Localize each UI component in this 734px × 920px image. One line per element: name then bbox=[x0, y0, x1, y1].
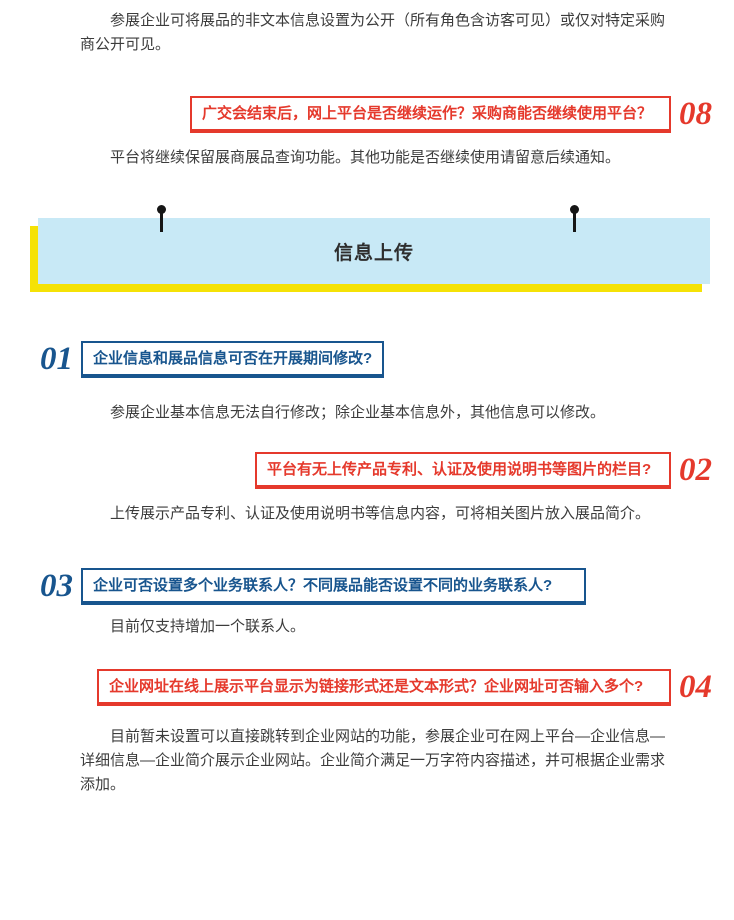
faq-item-04: 企业网址在线上展示平台显示为链接形式还是文本形式？企业网址可否输入多个? 04 … bbox=[0, 669, 734, 797]
section-banner: 信息上传 bbox=[30, 205, 710, 292]
question-number: 02 bbox=[679, 452, 712, 488]
question-row: 03 企业可否设置多个业务联系人？不同展品能否设置不同的业务联系人? bbox=[0, 568, 734, 605]
question-number: 08 bbox=[679, 96, 712, 132]
answer-paragraph: 目前仅支持增加一个联系人。 bbox=[110, 618, 306, 635]
question-text: 平台有无上传产品专利、认证及使用说明书等图片的栏目? bbox=[267, 461, 652, 478]
question-box: 广交会结束后，网上平台是否继续运作？采购商能否继续使用平台？ bbox=[190, 96, 671, 133]
question-number: 03 bbox=[40, 568, 73, 604]
banner-plate: 信息上传 bbox=[38, 218, 710, 284]
faq-item-08: 广交会结束后，网上平台是否继续运作？采购商能否继续使用平台？ 08 平台将继续保… bbox=[0, 96, 734, 170]
question-box: 企业可否设置多个业务联系人？不同展品能否设置不同的业务联系人? bbox=[81, 568, 586, 605]
answer-paragraph: 参展企业基本信息无法自行修改；除企业基本信息外，其他信息可以修改。 bbox=[110, 404, 606, 421]
question-number: 01 bbox=[40, 341, 73, 377]
question-number: 04 bbox=[679, 669, 712, 705]
faq-item-01: 01 企业信息和展品信息可否在开展期间修改? 参展企业基本信息无法自行修改；除企… bbox=[0, 341, 734, 425]
question-text: 企业信息和展品信息可否在开展期间修改? bbox=[93, 350, 373, 367]
question-row: 企业网址在线上展示平台显示为链接形式还是文本形式？企业网址可否输入多个? 04 bbox=[0, 669, 734, 706]
question-text: 企业网址在线上展示平台显示为链接形式还是文本形式？企业网址可否输入多个? bbox=[109, 678, 644, 695]
pin-icon-left bbox=[157, 205, 166, 232]
banner-title: 信息上传 bbox=[333, 242, 414, 264]
question-box: 平台有无上传产品专利、认证及使用说明书等图片的栏目? bbox=[255, 452, 671, 489]
question-row: 广交会结束后，网上平台是否继续运作？采购商能否继续使用平台？ 08 bbox=[0, 96, 734, 133]
faq-item-03: 03 企业可否设置多个业务联系人？不同展品能否设置不同的业务联系人? 目前仅支持… bbox=[0, 568, 734, 639]
question-box: 企业网址在线上展示平台显示为链接形式还是文本形式？企业网址可否输入多个? bbox=[97, 669, 671, 706]
question-box: 企业信息和展品信息可否在开展期间修改? bbox=[81, 341, 385, 378]
answer-paragraph: 目前暂未设置可以直接跳转到企业网站的功能，参展企业可在网上平台—企业信息—详细信… bbox=[80, 728, 666, 793]
answer-paragraph: 平台将继续保留展商展品查询功能。其他功能是否继续使用请留意后续通知。 bbox=[110, 149, 621, 166]
faq-item-02: 平台有无上传产品专利、认证及使用说明书等图片的栏目? 02 上传展示产品专利、认… bbox=[0, 452, 734, 526]
question-text: 企业可否设置多个业务联系人？不同展品能否设置不同的业务联系人? bbox=[93, 577, 553, 594]
question-row: 平台有无上传产品专利、认证及使用说明书等图片的栏目? 02 bbox=[0, 452, 734, 489]
pin-icon-right bbox=[570, 205, 579, 232]
answer-paragraph: 上传展示产品专利、认证及使用说明书等信息内容，可将相关图片放入展品简介。 bbox=[110, 505, 651, 522]
intro-paragraph: 参展企业可将展品的非文本信息设置为公开（所有角色含访客可见）或仅对特定采购商公开… bbox=[80, 12, 666, 53]
question-row: 01 企业信息和展品信息可否在开展期间修改? bbox=[0, 341, 734, 378]
question-text: 广交会结束后，网上平台是否继续运作？采购商能否继续使用平台？ bbox=[202, 105, 653, 122]
